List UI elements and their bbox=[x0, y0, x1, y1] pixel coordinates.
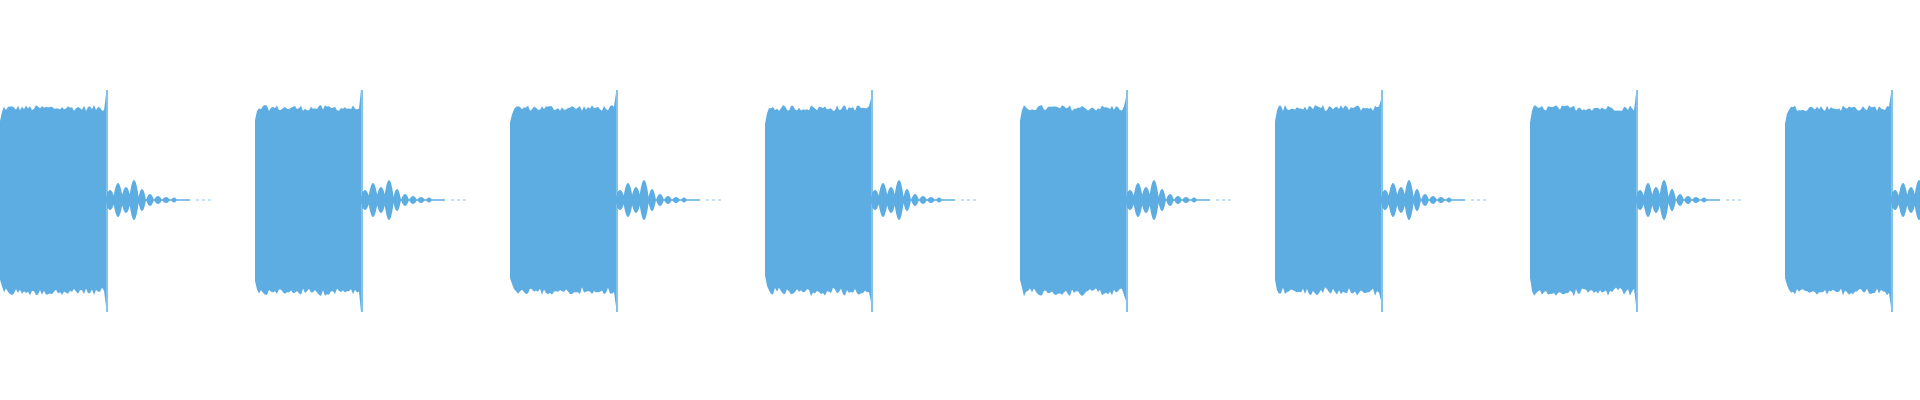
waveform-burst bbox=[0, 90, 211, 312]
waveform-burst bbox=[255, 89, 466, 313]
burst-block bbox=[1275, 99, 1381, 301]
waveform-burst bbox=[1275, 90, 1486, 312]
waveform-burst bbox=[765, 90, 976, 312]
burst-block bbox=[1530, 93, 1636, 306]
waveform-burst bbox=[1785, 90, 1920, 312]
waveform-burst bbox=[510, 90, 721, 312]
waveform-burst bbox=[1020, 90, 1231, 312]
burst-block bbox=[0, 94, 106, 307]
burst-block bbox=[510, 92, 616, 307]
waveform-burst bbox=[1530, 90, 1741, 312]
burst-block bbox=[255, 89, 361, 313]
burst-block bbox=[765, 98, 871, 303]
burst-block bbox=[1785, 93, 1891, 308]
burst-block bbox=[1020, 97, 1126, 302]
